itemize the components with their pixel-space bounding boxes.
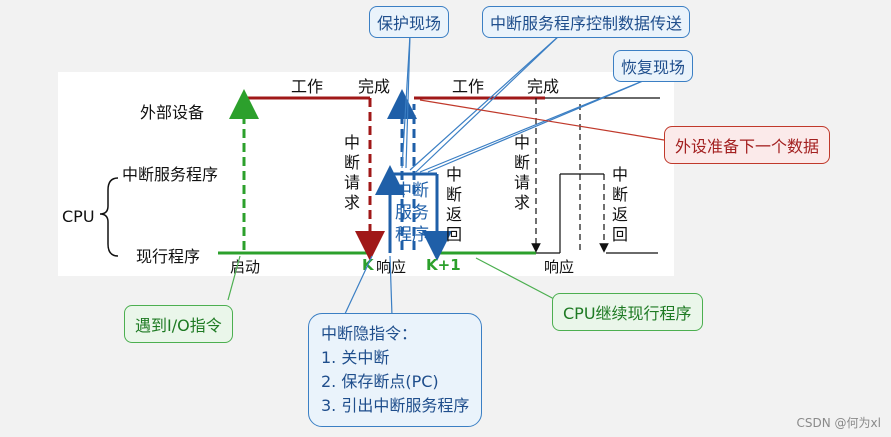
callout-cpu-continue: CPU继续现行程序	[552, 293, 703, 331]
implicit-step-1: 1. 关中断	[321, 348, 390, 367]
implicit-title: 中断隐指令：	[321, 324, 418, 343]
label-ret-2: 中断返回	[612, 165, 628, 244]
watermark: CSDN @何为xl	[796, 416, 881, 430]
irq1-text: 中断请求	[344, 133, 360, 212]
label-k-plus-1: K+1	[426, 256, 461, 274]
label-work-2: 工作	[452, 77, 484, 96]
callout-save-context: 保护现场	[369, 6, 450, 38]
callout-device-next: 外设准备下一个数据	[664, 126, 831, 164]
cpu-brace	[99, 177, 119, 257]
implicit-step-3: 3. 引出中断服务程序	[321, 396, 470, 415]
row-label-current: 现行程序	[136, 247, 200, 266]
row-label-isr: 中断服务程序	[122, 165, 218, 184]
label-done-2: 完成	[527, 77, 559, 96]
label-irq-1: 中断请求	[344, 133, 360, 212]
irq2-text: 中断请求	[514, 133, 530, 212]
ret1-text: 中断返回	[446, 165, 462, 244]
label-k: K	[362, 256, 375, 274]
label-done-1: 完成	[358, 77, 390, 96]
callout-implicit-instruction: 中断隐指令： 1. 关中断 2. 保存断点(PC) 3. 引出中断服务程序	[308, 313, 483, 427]
implicit-pointer	[343, 255, 393, 317]
continue-pointer	[475, 257, 557, 301]
label-start: 启动	[230, 258, 260, 276]
device-next-pointer	[419, 99, 665, 141]
label-ret-1: 中断返回	[446, 165, 462, 244]
io-pointer	[227, 255, 241, 301]
row-label-device: 外部设备	[140, 103, 204, 122]
implicit-step-2: 2. 保存断点(PC)	[321, 372, 439, 391]
callout-io-instruction: 遇到I/O指令	[124, 305, 233, 343]
callout-restore-context: 恢复现场	[613, 50, 694, 82]
callout-isr-transfer: 中断服务程序控制数据传送	[482, 6, 691, 38]
row-label-cpu: CPU	[62, 207, 95, 226]
label-irq-2: 中断请求	[514, 133, 530, 212]
label-work-1: 工作	[291, 77, 323, 96]
label-respond-1: 响应	[376, 258, 406, 276]
isr-inline-line1: 中断服务程序	[395, 181, 429, 245]
label-respond-2: 响应	[544, 258, 574, 276]
callout-pointers	[401, 34, 651, 173]
ret2-text: 中断返回	[612, 165, 628, 244]
